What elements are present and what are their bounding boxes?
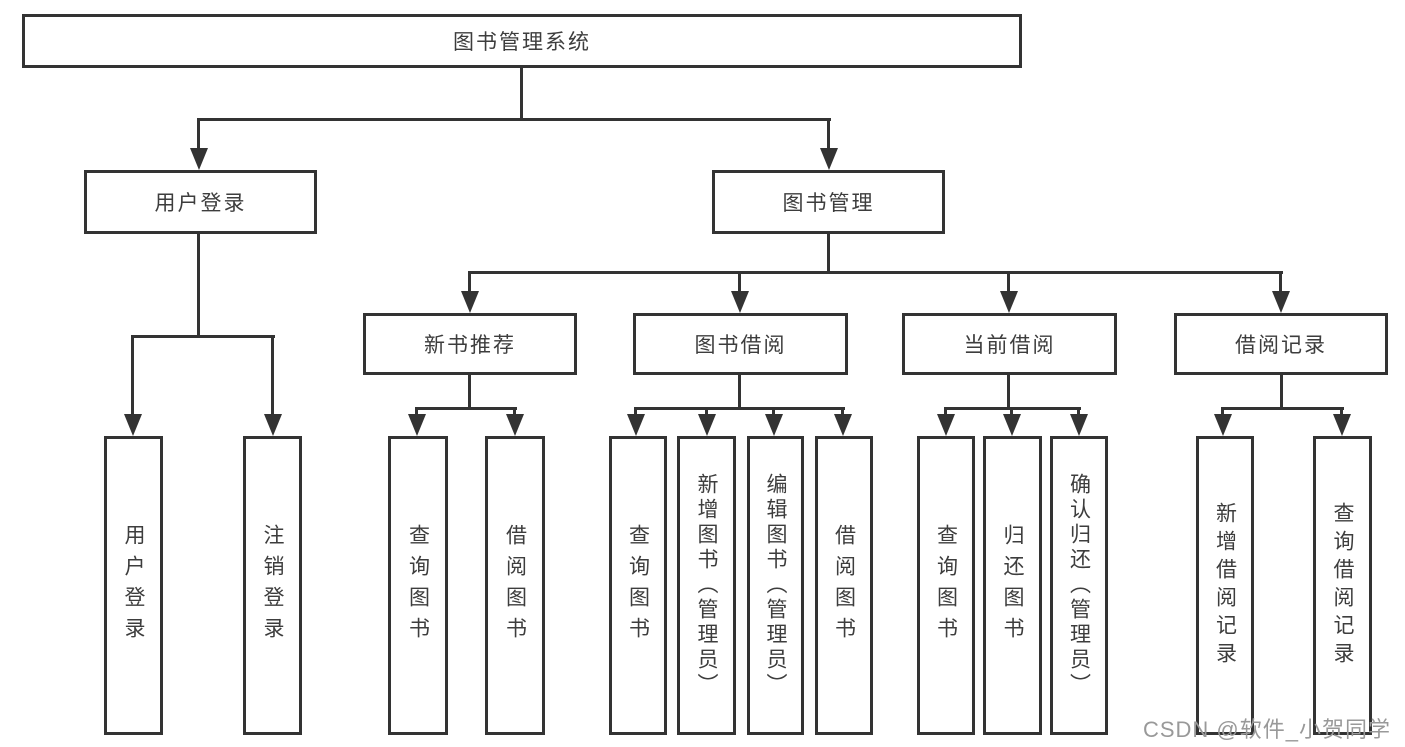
leaf-add-borrow-record: 新增借阅记录 [1196, 436, 1254, 735]
connector-stem [520, 68, 523, 121]
leaf-current-query-books: 查询图书 [917, 436, 975, 735]
node-new-book-recommend: 新书推荐 [363, 313, 577, 375]
leaf-confirm-return-admin: 确认归还（管理员） [1050, 436, 1108, 735]
leaf-borrow-query-books-label: 查询图书 [626, 523, 650, 648]
leaf-current-query-books-label: 查询图书 [934, 523, 958, 648]
arrow-down-icon [1214, 414, 1232, 436]
leaf-recommend-query-books-label: 查询图书 [406, 523, 430, 648]
arrow-down-icon [190, 148, 208, 170]
leaf-borrow-query-books: 查询图书 [609, 436, 667, 735]
connector-arrow-shaft [738, 271, 741, 299]
arrow-down-icon [731, 291, 749, 313]
node-book-management: 图书管理 [712, 170, 945, 234]
arrow-down-icon [765, 414, 783, 436]
leaf-add-books-admin-label: 新增图书（管理员） [695, 473, 718, 698]
csdn-watermark: CSDN @软件_小贺同学 [1142, 717, 1391, 742]
leaf-add-borrow-record-label: 新增借阅记录 [1213, 501, 1237, 670]
leaf-recommend-query-books: 查询图书 [388, 436, 448, 735]
arrow-down-icon [937, 414, 955, 436]
connector-bar [468, 271, 1283, 274]
leaf-edit-books-admin-label: 编辑图书（管理员） [764, 473, 787, 698]
node-user-login: 用户登录 [84, 170, 317, 234]
node-current-borrow: 当前借阅 [902, 313, 1117, 375]
arrow-down-icon [506, 414, 524, 436]
connector-stem [197, 234, 200, 338]
arrow-down-icon [698, 414, 716, 436]
connector-bar [634, 407, 845, 410]
connector-stem [738, 375, 741, 410]
connector-bar [198, 118, 831, 121]
leaf-recommend-borrow-books: 借阅图书 [485, 436, 545, 735]
leaf-user-login: 用户登录 [104, 436, 163, 735]
connector-stem [827, 234, 830, 274]
connector-stem [1007, 375, 1010, 410]
arrow-down-icon [1000, 291, 1018, 313]
connector-bar [1221, 407, 1344, 410]
connector-arrow-shaft [827, 118, 830, 156]
connector-stem [468, 375, 471, 410]
arrow-down-icon [627, 414, 645, 436]
leaf-borrow-borrow-books-label: 借阅图书 [832, 523, 856, 648]
connector-stem [1280, 375, 1283, 410]
leaf-confirm-return-admin-label: 确认归还（管理员） [1067, 473, 1091, 698]
leaf-query-borrow-record: 查询借阅记录 [1313, 436, 1372, 735]
leaf-borrow-borrow-books: 借阅图书 [815, 436, 873, 735]
connector-arrow-shaft [131, 335, 134, 422]
arrow-down-icon [834, 414, 852, 436]
node-root: 图书管理系统 [22, 14, 1022, 68]
arrow-down-icon [124, 414, 142, 436]
leaf-logout-label: 注销登录 [261, 523, 284, 648]
leaf-recommend-borrow-books-label: 借阅图书 [503, 523, 527, 648]
arrow-down-icon [1333, 414, 1351, 436]
arrow-down-icon [1003, 414, 1021, 436]
connector-bar [131, 335, 275, 338]
arrow-down-icon [1070, 414, 1088, 436]
leaf-logout: 注销登录 [243, 436, 302, 735]
leaf-user-login-label: 用户登录 [122, 523, 145, 648]
leaf-edit-books-admin: 编辑图书（管理员） [747, 436, 804, 735]
connector-arrow-shaft [468, 271, 471, 299]
node-book-borrow: 图书借阅 [633, 313, 848, 375]
arrow-down-icon [1272, 291, 1290, 313]
arrow-down-icon [461, 291, 479, 313]
connector-arrow-shaft [1279, 271, 1282, 299]
leaf-return-books: 归还图书 [983, 436, 1042, 735]
leaf-query-borrow-record-label: 查询借阅记录 [1331, 501, 1354, 670]
leaf-add-books-admin: 新增图书（管理员） [677, 436, 736, 735]
arrow-down-icon [264, 414, 282, 436]
arrow-down-icon [408, 414, 426, 436]
node-borrow-records: 借阅记录 [1174, 313, 1388, 375]
connector-arrow-shaft [1007, 271, 1010, 299]
connector-arrow-shaft [271, 335, 274, 422]
connector-bar [415, 407, 517, 410]
leaf-return-books-label: 归还图书 [1001, 523, 1024, 648]
connector-arrow-shaft [197, 118, 200, 156]
arrow-down-icon [820, 148, 838, 170]
